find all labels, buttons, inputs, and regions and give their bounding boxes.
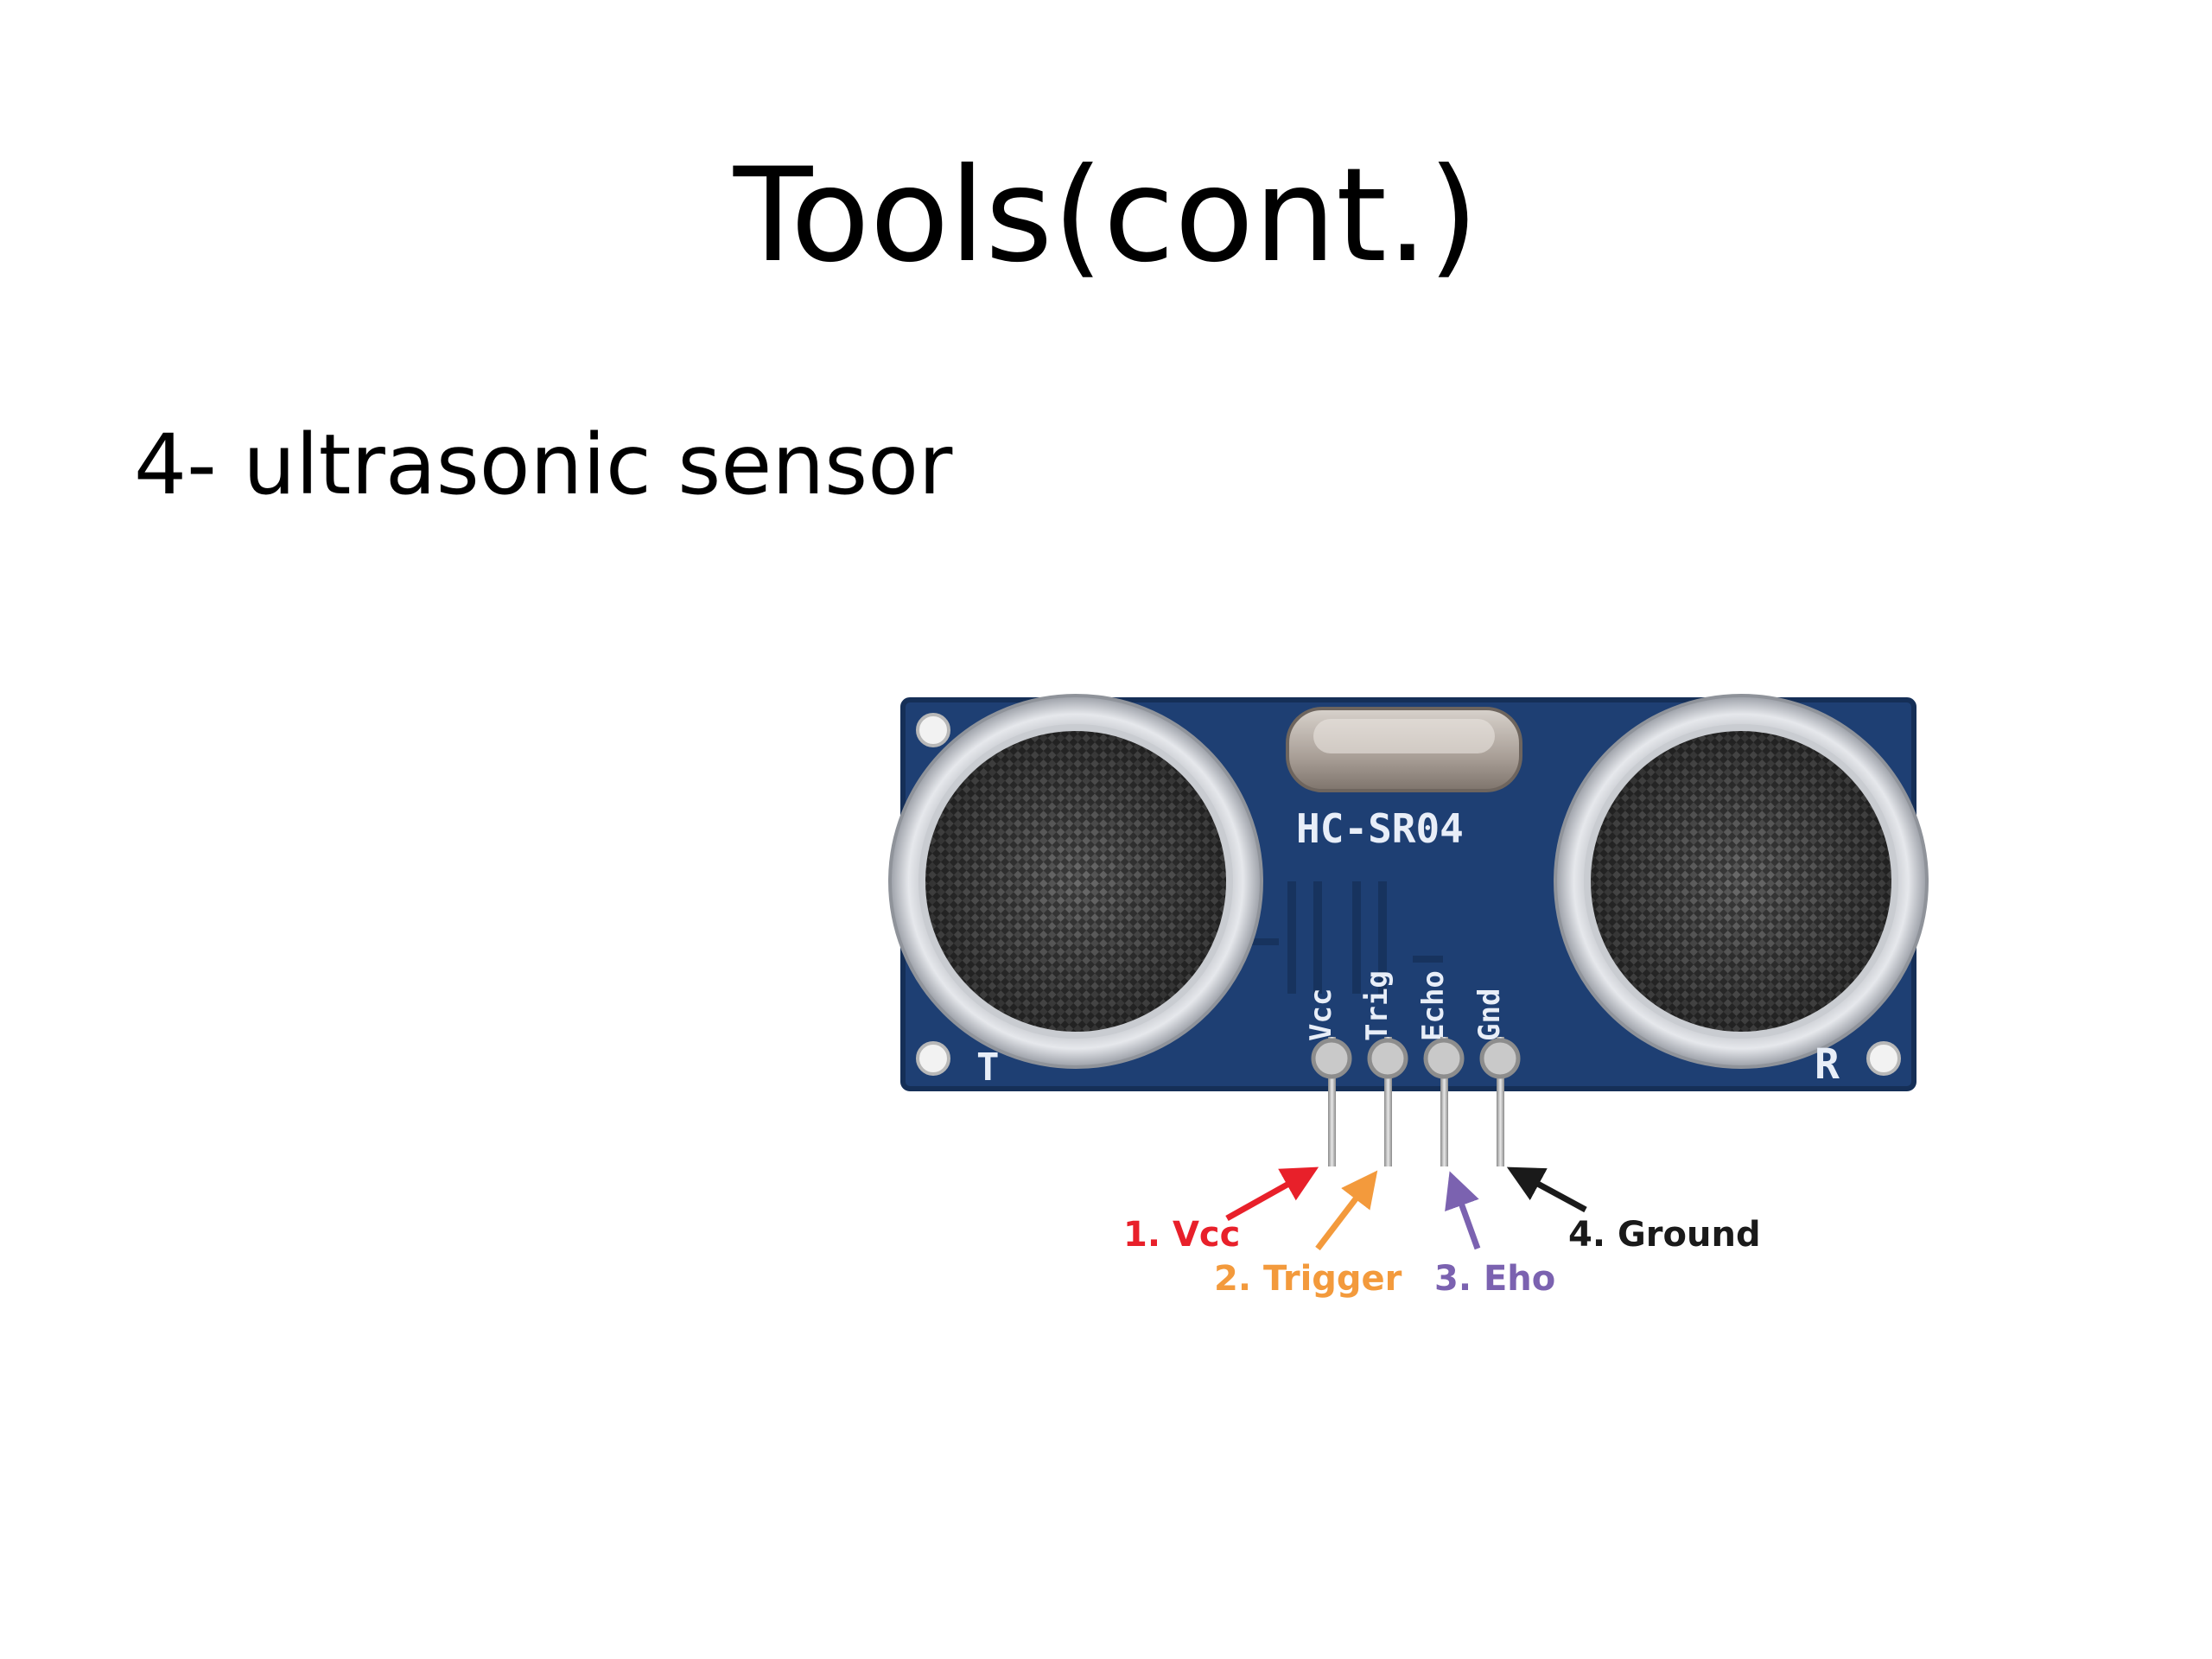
transducer-left-mark: T (976, 1046, 1000, 1090)
ultrasonic-sensor-figure: HC-SR04 T R Vcc Trig Echo Gnd 1. Vcc 2. … (847, 665, 2005, 1322)
module-label: HC-SR04 (1296, 805, 1464, 852)
slide-title: Tools(cont.) (733, 141, 1479, 291)
callout-vcc: 1. Vcc (1123, 1215, 1240, 1255)
transducer-left (888, 694, 1263, 1069)
callout-echo: 3. Eho (1434, 1259, 1555, 1299)
arrow-echo (1445, 1171, 1481, 1250)
pin-label-trig: Trig (1360, 970, 1395, 1041)
callout-trigger: 2. Trigger (1214, 1259, 1402, 1299)
transducer-right-mark: R (1815, 1040, 1840, 1089)
pin-label-vcc: Vcc (1304, 988, 1338, 1041)
arrow-trigger (1315, 1170, 1378, 1251)
transducer-right (1554, 694, 1929, 1069)
callout-ground: 4. Ground (1568, 1215, 1761, 1255)
pin-label-gnd: Gnd (1472, 988, 1507, 1041)
arrow-vcc (1225, 1166, 1319, 1222)
mounting-hole (916, 713, 950, 747)
bullet-text: 4- ultrasonic sensor (134, 416, 953, 513)
pin-label-echo: Echo (1416, 970, 1451, 1041)
mounting-hole (1866, 1041, 1901, 1076)
header-pins (1311, 1037, 1521, 1166)
arrow-ground (1506, 1166, 1587, 1213)
mounting-hole (916, 1041, 950, 1076)
sensor-illustration: HC-SR04 T R Vcc Trig Echo Gnd 1. Vcc 2. … (888, 694, 1929, 1299)
